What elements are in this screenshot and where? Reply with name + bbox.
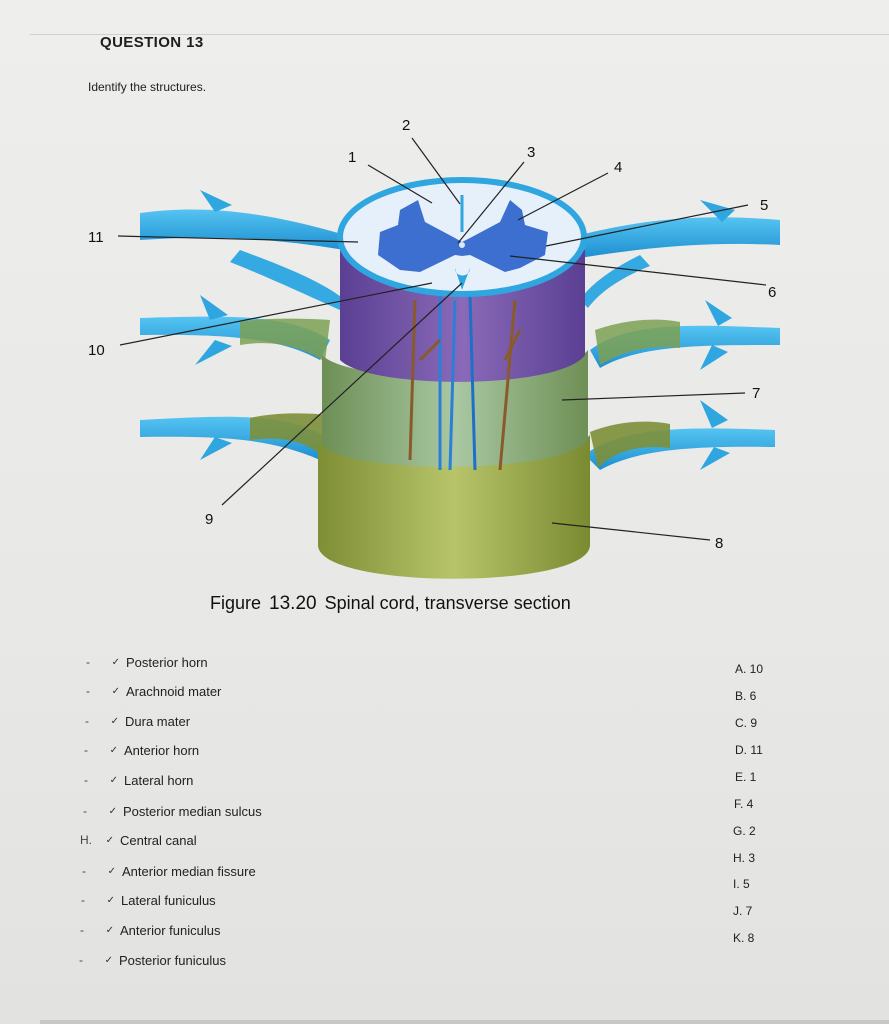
caption-prefix: Figure — [210, 593, 262, 613]
match-row-anterior-funiculus: -✓ Anterior funiculus — [80, 920, 220, 940]
figure-number-labels: 1 2 3 4 5 6 7 8 9 10 11 — [88, 117, 776, 552]
match-row-lateral-horn: -✓ Lateral horn — [84, 770, 193, 790]
term-label: Central canal — [120, 832, 197, 848]
term-label: Posterior funiculus — [119, 952, 226, 968]
option-e: E. 1 — [735, 770, 757, 784]
answer-select[interactable]: -✓ — [79, 953, 113, 967]
answer-select[interactable]: -✓ — [86, 655, 120, 669]
option-f: F. 4 — [734, 797, 754, 811]
match-row-central-canal: H.✓ Central canal — [80, 830, 197, 850]
chevron-down-icon: ✓ — [109, 744, 118, 756]
label-1: 1 — [348, 149, 356, 166]
answer-select[interactable]: -✓ — [84, 743, 118, 757]
arachnoid-layer — [322, 350, 588, 467]
option-k: K. 8 — [733, 931, 755, 945]
match-row-anterior-horn: -✓ Anterior horn — [84, 740, 199, 760]
chevron-down-icon: ✓ — [111, 685, 120, 697]
lower-spinal-nerves — [140, 400, 775, 470]
label-10: 10 — [88, 342, 105, 359]
question-prompt: Identify the structures. — [88, 80, 207, 94]
spinal-cord-figure: 1 2 3 4 5 6 7 8 9 10 11 — [88, 117, 780, 579]
question-title: QUESTION 13 — [100, 34, 204, 51]
label-11: 11 — [88, 229, 104, 246]
answer-select[interactable]: -✓ — [80, 923, 114, 937]
option-g: G. 2 — [733, 824, 756, 838]
gray-matter-section — [378, 200, 548, 272]
central-canal — [459, 242, 465, 248]
match-row-posterior-horn: -✓ Posterior horn — [86, 652, 208, 672]
answer-select[interactable]: H.✓ — [80, 833, 114, 847]
chevron-down-icon: ✓ — [105, 834, 114, 846]
label-3: 3 — [527, 144, 535, 161]
caption-number: 13.20 — [269, 593, 317, 614]
header-divider — [30, 34, 889, 35]
figure-caption: Figure 13.20 Spinal cord, transverse sec… — [210, 593, 571, 615]
answer-select[interactable]: -✓ — [83, 804, 117, 818]
term-label: Posterior median sulcus — [123, 803, 262, 819]
answer-select[interactable]: -✓ — [85, 714, 119, 728]
match-row-posterior-median-sulcus: -✓ Posterior median sulcus — [83, 801, 262, 821]
chevron-down-icon: ✓ — [106, 894, 115, 906]
match-row-lateral-funiculus: -✓ Lateral funiculus — [81, 890, 216, 910]
option-h: H. 3 — [733, 851, 756, 865]
page-bottom-edge — [40, 1020, 889, 1024]
anterior-median-fissure — [455, 268, 470, 290]
leader-lines — [117, 137, 767, 541]
chevron-down-icon: ✓ — [105, 924, 114, 936]
option-b: B. 6 — [735, 689, 757, 703]
option-d: D. 11 — [735, 743, 763, 757]
term-label: Lateral funiculus — [121, 892, 216, 908]
term-label: Lateral horn — [124, 772, 194, 788]
label-9: 9 — [205, 511, 213, 528]
dura-mater-layer — [318, 435, 590, 579]
label-6: 6 — [768, 284, 776, 301]
match-row-anterior-median-fissure: -✓ Anterior median fissure — [82, 861, 256, 881]
answer-select[interactable]: -✓ — [81, 893, 115, 907]
term-label: Anterior funiculus — [120, 922, 221, 938]
option-j: J. 7 — [733, 904, 753, 918]
term-label: Arachnoid mater — [126, 683, 222, 699]
term-label: Dura mater — [125, 713, 191, 729]
chevron-down-icon: ✓ — [104, 954, 113, 966]
term-label: Anterior median fissure — [122, 863, 256, 879]
middle-spinal-nerves — [140, 295, 780, 370]
chevron-down-icon: ✓ — [108, 805, 117, 817]
option-c: C. 9 — [735, 716, 758, 730]
label-8: 8 — [715, 535, 723, 552]
answer-select[interactable]: -✓ — [82, 864, 116, 878]
match-row-dura-mater: -✓ Dura mater — [85, 711, 190, 731]
option-a: A. 10 — [735, 662, 764, 676]
label-4: 4 — [614, 159, 622, 176]
label-7: 7 — [752, 385, 760, 402]
label-5: 5 — [760, 197, 768, 214]
match-row-arachnoid-mater: -✓ Arachnoid mater — [86, 681, 221, 701]
label-2: 2 — [402, 117, 410, 134]
answer-select[interactable]: -✓ — [86, 684, 120, 698]
chevron-down-icon: ✓ — [110, 715, 119, 727]
answer-select[interactable]: -✓ — [84, 773, 118, 787]
term-label: Posterior horn — [126, 654, 208, 670]
match-row-posterior-funiculus: -✓ Posterior funiculus — [79, 950, 226, 970]
caption-text: Spinal cord, transverse section — [324, 593, 571, 613]
term-label: Anterior horn — [124, 742, 200, 758]
chevron-down-icon: ✓ — [109, 774, 118, 786]
chevron-down-icon: ✓ — [107, 865, 116, 877]
option-i: I. 5 — [733, 877, 750, 891]
chevron-down-icon: ✓ — [111, 656, 120, 668]
